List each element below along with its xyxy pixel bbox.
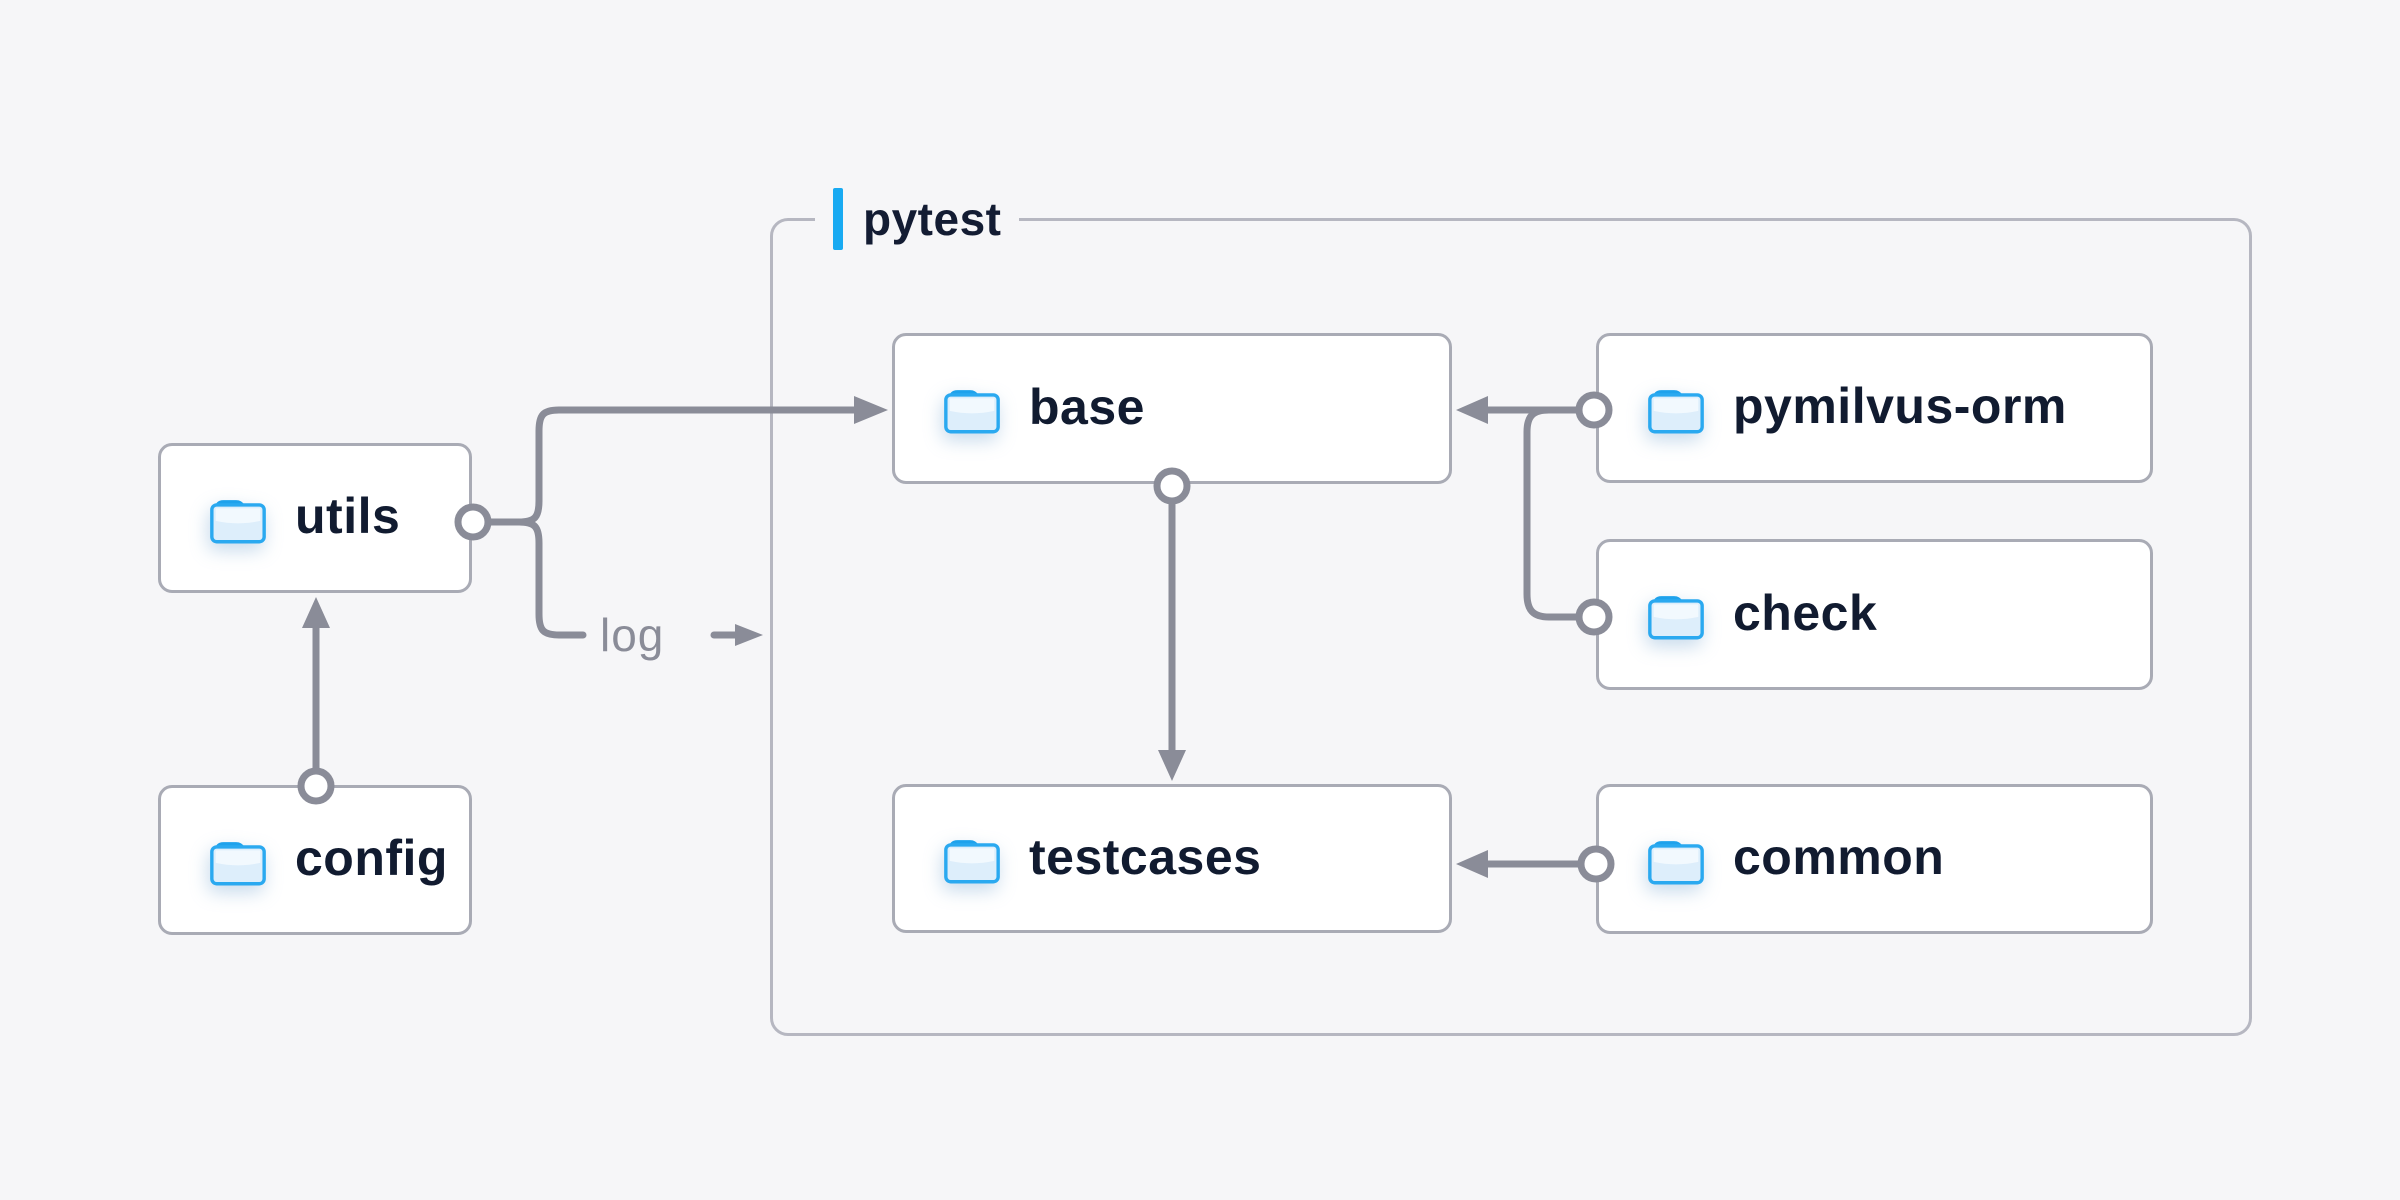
node-testcases: testcases — [892, 784, 1452, 933]
node-utils: utils — [158, 443, 472, 593]
node-common: common — [1596, 784, 2153, 934]
edge-label-log: log — [600, 609, 665, 661]
node-label: check — [1733, 584, 1878, 641]
folder-icon — [944, 840, 1000, 884]
node-config: config — [158, 785, 472, 935]
node-label: base — [1029, 378, 1145, 435]
arrowhead-small-right-icon — [735, 624, 763, 646]
node-label: utils — [295, 488, 401, 544]
pytest-label-text: pytest — [863, 193, 1002, 245]
folder-icon — [1648, 389, 1704, 433]
pytest-container: pytest — [770, 187, 2252, 1036]
node-base: base — [892, 333, 1452, 484]
folder-icon — [944, 390, 1000, 434]
folder-icon — [210, 841, 266, 885]
node-label: pymilvus-orm — [1733, 378, 2067, 434]
node-label: config — [295, 830, 448, 886]
folder-icon — [1648, 596, 1704, 640]
node-label: testcases — [1029, 828, 1262, 885]
folder-icon — [210, 499, 266, 543]
arrowhead-up-icon — [302, 597, 330, 628]
accent-bar-icon — [833, 188, 843, 250]
pytest-container-label: pytest — [815, 187, 1020, 251]
node-label: common — [1733, 829, 1945, 885]
node-check: check — [1596, 539, 2153, 690]
folder-icon — [1648, 840, 1704, 884]
edge-utils-to-log — [515, 518, 587, 639]
node-pymilvus-orm: pymilvus-orm — [1596, 333, 2153, 483]
